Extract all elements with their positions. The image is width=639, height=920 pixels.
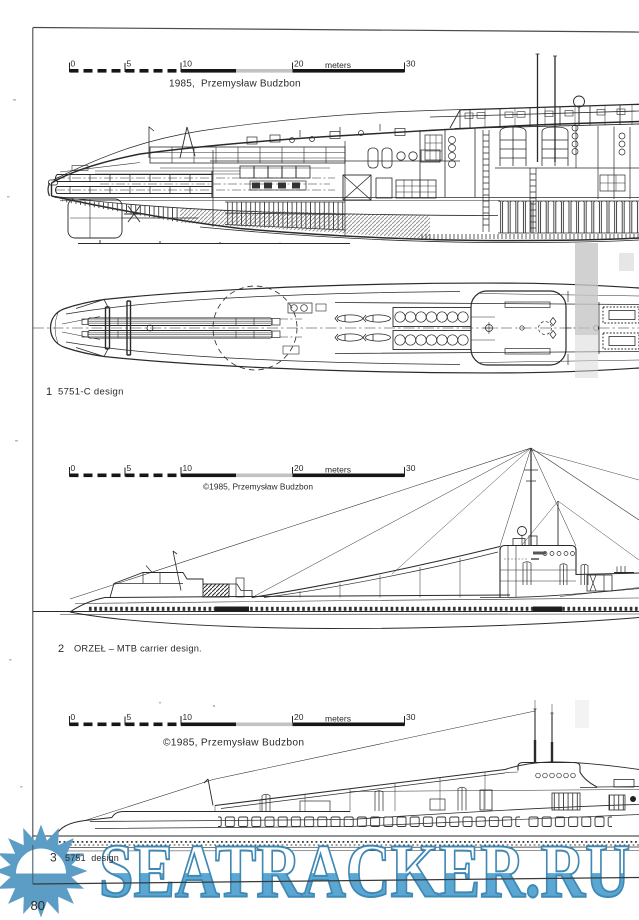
svg-text:1: 1 xyxy=(46,386,52,398)
svg-text:ORZEŁ – MTB carrier design.: ORZEŁ – MTB carrier design. xyxy=(74,644,202,654)
svg-text:5751-C design: 5751-C design xyxy=(58,387,124,398)
svg-text:2: 2 xyxy=(58,643,64,655)
svg-text:SEATRACKER.RU: SEATRACKER.RU xyxy=(99,830,630,914)
svg-text:3: 3 xyxy=(50,851,57,865)
svg-text:80: 80 xyxy=(31,898,45,913)
svg-text:5751 design: 5751 design xyxy=(65,853,119,863)
svg-text:1985, Przemysław Budzbon: 1985, Przemysław Budzbon xyxy=(169,79,301,90)
svg-text:©1985, Przemysław Budzbon: ©1985, Przemysław Budzbon xyxy=(163,738,304,749)
svg-text:©1985, Przemysław Budzbon: ©1985, Przemysław Budzbon xyxy=(203,482,313,492)
